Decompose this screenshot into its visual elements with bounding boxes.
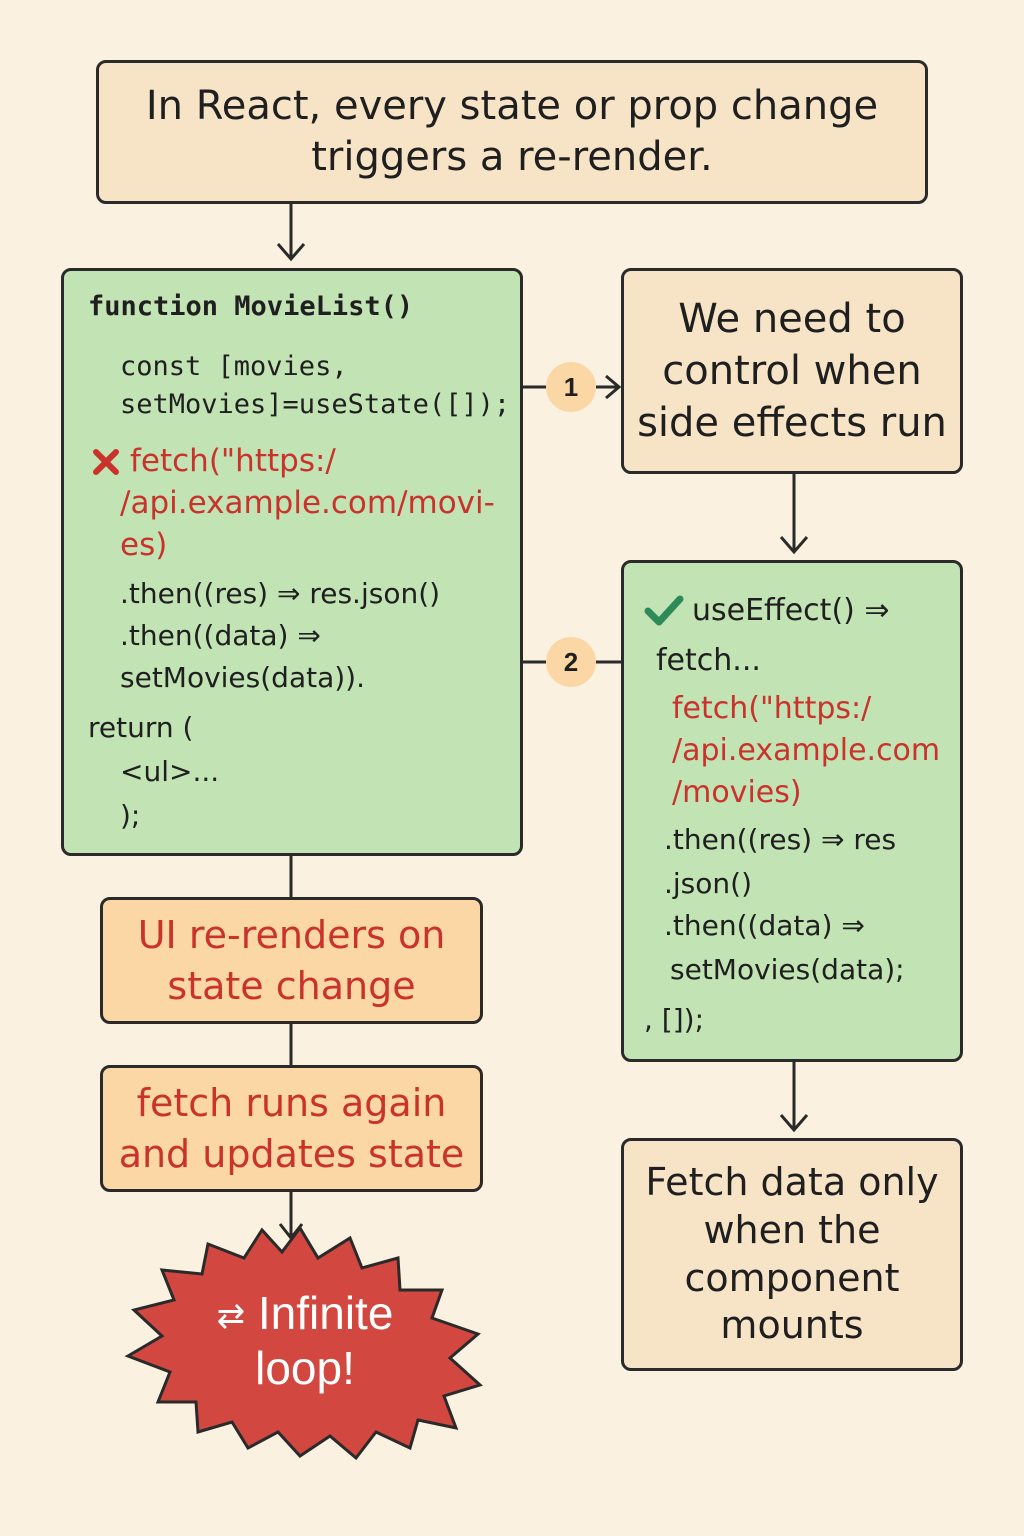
- useeffect-line: useEffect() ⇒: [692, 593, 890, 628]
- x-mark-icon: [93, 449, 119, 475]
- rerender-box: UI re-renders on state change: [100, 897, 483, 1024]
- deps-array-line: , []);: [644, 1003, 705, 1036]
- bad-fetch-line-2: /api.example.com/movi-: [120, 485, 495, 521]
- useeffect-code-box: useEffect() ⇒ fetch... fetch("https:/ /a…: [621, 560, 963, 1062]
- fetch-again-line-1: fetch runs again: [136, 1081, 447, 1126]
- good-fetch-line-3: /movies): [672, 775, 802, 810]
- control-line-1: We need to: [678, 296, 906, 342]
- good-then-line-4: setMovies(data);: [670, 953, 905, 986]
- control-line-2: control when: [662, 348, 922, 394]
- step-badge-2: 2: [546, 637, 596, 687]
- arrowhead: [276, 243, 306, 262]
- arrowhead: [605, 374, 622, 400]
- mount-line-2: when the: [703, 1207, 881, 1252]
- loop-burst-shape: [124, 1225, 483, 1461]
- mount-line-3: component: [684, 1255, 900, 1300]
- good-then-line-1: .then((res) ⇒ res: [664, 823, 897, 856]
- good-fetch-line-2: /api.example.com: [672, 733, 941, 768]
- loop-line-1: Infinite: [257, 1287, 394, 1339]
- ul-line: <ul>...: [120, 755, 220, 788]
- arrowhead: [779, 1114, 809, 1133]
- bad-fetch-line-1: fetch("https:/: [130, 443, 336, 479]
- good-then-line-2: .json(): [664, 867, 752, 900]
- bad-fetch-line-3: es): [120, 527, 168, 563]
- fetch-on-mount-box: Fetch data only when the component mount…: [621, 1138, 963, 1371]
- fetch-ellipsis-line: fetch...: [656, 643, 761, 678]
- code-usestate-line-2: setMovies]=useState([]);: [120, 389, 511, 420]
- good-fetch-line-1: fetch("https:/: [672, 691, 872, 726]
- rerender-line-2: state change: [167, 963, 416, 1008]
- good-then-line-3: .then((data) ⇒: [664, 909, 865, 942]
- movielist-code-box: function MovieList() const [movies, setM…: [61, 268, 523, 856]
- arrowhead: [779, 536, 809, 555]
- header-line-2: triggers a re-render.: [311, 134, 713, 180]
- rerender-line-1: UI re-renders on: [137, 913, 446, 958]
- check-mark-icon: [644, 595, 684, 626]
- bad-then-line-2: .then((data) ⇒: [120, 619, 321, 652]
- mount-line-4: mounts: [720, 1303, 864, 1348]
- step-badge-1: 1: [546, 362, 596, 412]
- header-box: In React, every state or prop change tri…: [96, 60, 928, 204]
- fetch-again-line-2: and updates state: [118, 1131, 465, 1176]
- code-usestate-line-1: const [movies,: [120, 351, 348, 382]
- return-line: return (: [88, 711, 194, 744]
- return-close-line: );: [120, 799, 141, 832]
- bad-then-line-1: .then((res) ⇒ res.json(): [120, 577, 441, 610]
- infinite-loop-label: ⇄ Infinite loop!: [170, 1286, 440, 1396]
- fetch-again-box: fetch runs again and updates state: [100, 1065, 483, 1192]
- code-function-line: function MovieList(): [88, 291, 414, 322]
- mount-line-1: Fetch data only: [645, 1159, 939, 1204]
- loop-arrows-icon: ⇄: [216, 1297, 246, 1336]
- control-line-3: side effects run: [637, 400, 947, 446]
- control-side-effects-box: We need to control when side effects run: [621, 268, 963, 474]
- header-line-1: In React, every state or prop change: [145, 82, 879, 129]
- loop-line-2: loop!: [255, 1342, 355, 1395]
- bad-then-line-3: setMovies(data)).: [120, 661, 365, 694]
